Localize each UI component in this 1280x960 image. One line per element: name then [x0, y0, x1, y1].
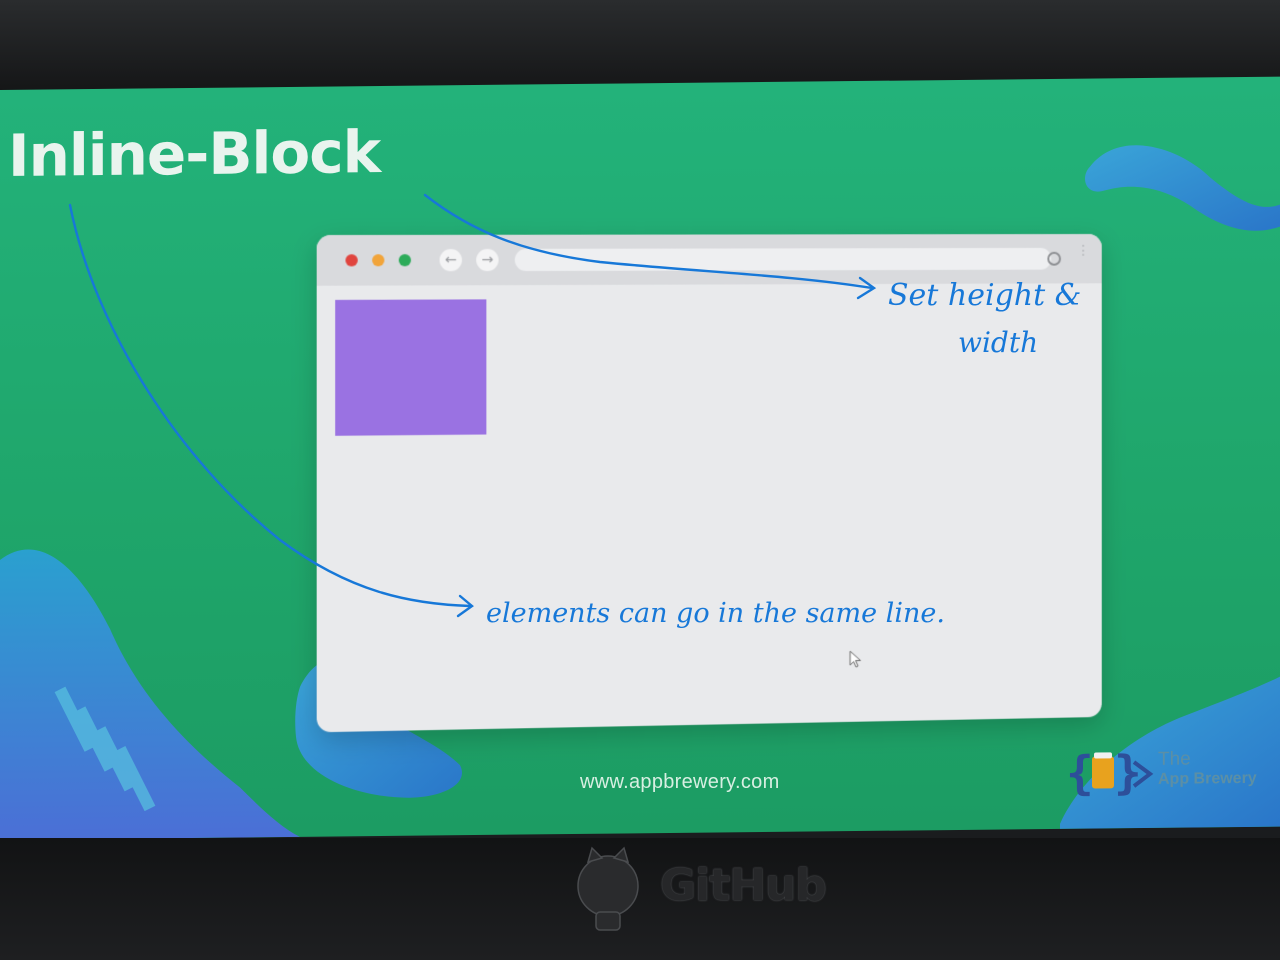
menu-dots-icon: ⋮ [1076, 242, 1091, 259]
inline-block-sample-box [335, 299, 487, 436]
svg-text:}: } [1114, 745, 1142, 799]
brand-line-1: The [1158, 748, 1191, 770]
github-octocat-icon [577, 846, 639, 931]
slide-title: Inline-Block [8, 118, 381, 190]
mouse-cursor-icon [849, 650, 863, 668]
maximize-dot-icon [398, 254, 411, 267]
app-brewery-logo-icon: { } [1066, 745, 1154, 800]
slide-screen: Inline-Block ← → ⋮ www.appbrewery.com { … [0, 76, 1280, 840]
search-icon [1047, 251, 1061, 266]
forward-arrow-icon: → [476, 248, 499, 272]
website-url: www.appbrewery.com [580, 770, 780, 793]
browser-mockup: ← → ⋮ [316, 234, 1102, 733]
browser-toolbar: ← → ⋮ [316, 234, 1102, 286]
svg-text:{: { [1066, 746, 1094, 800]
brand-name: The App Brewery [1158, 749, 1257, 790]
brand-line-2: App Brewery [1158, 769, 1257, 788]
close-dot-icon [345, 254, 358, 267]
minimize-dot-icon [372, 254, 385, 267]
back-arrow-icon: ← [439, 248, 462, 272]
address-bar [514, 247, 1052, 272]
monitor-bezel-bottom [0, 838, 1280, 960]
github-watermark-text: GitHub [660, 860, 827, 911]
